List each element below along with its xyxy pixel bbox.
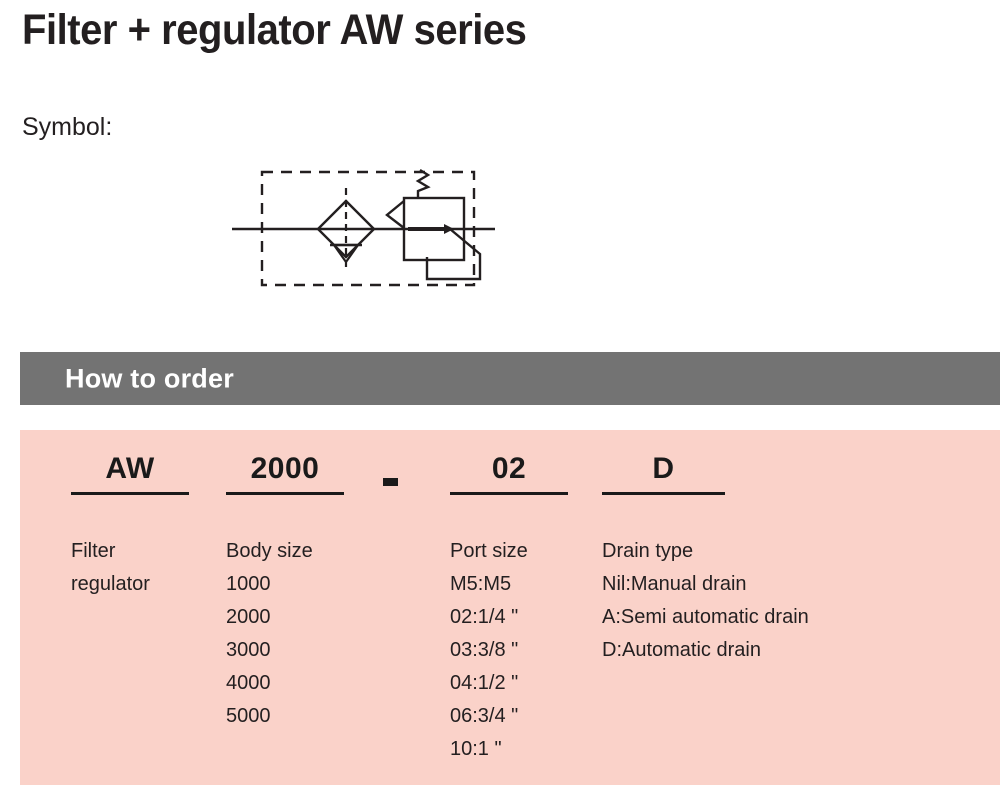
filter-regulator-symbol-svg bbox=[232, 168, 495, 287]
adjustment-spring bbox=[415, 168, 431, 198]
column-line: regulator bbox=[71, 573, 150, 595]
column-line: 03:3/8 " bbox=[450, 639, 519, 661]
filter-drain-triangle bbox=[331, 243, 361, 264]
order-code-underline bbox=[71, 492, 189, 495]
column-body-size: Body size 1000 2000 3000 4000 5000 bbox=[226, 535, 313, 733]
pneumatic-symbol-figure bbox=[222, 158, 512, 298]
column-port-size: Port size M5:M5 02:1/4 " 03:3/8 " 04:1/2… bbox=[450, 535, 528, 766]
column-header: Body size bbox=[226, 540, 313, 562]
how-to-order-band: How to order bbox=[20, 352, 1000, 405]
order-code-segment-2: 02 bbox=[450, 452, 568, 495]
order-code-underline bbox=[602, 492, 725, 495]
order-code-underline bbox=[226, 492, 344, 495]
column-line: 5000 bbox=[226, 705, 271, 727]
order-panel: AW 2000 02 D Filter regulator Body size … bbox=[20, 430, 1000, 785]
regulator-inlet-arrowhead bbox=[385, 200, 405, 229]
regulator-arrow-head bbox=[444, 224, 454, 234]
order-code-value: AW bbox=[105, 452, 155, 485]
order-code-row: AW 2000 02 D bbox=[20, 430, 1000, 520]
column-header: Port size bbox=[450, 540, 528, 562]
order-code-separator-dash bbox=[383, 478, 398, 486]
order-code-value: 02 bbox=[491, 452, 527, 485]
order-code-segment-1: 2000 bbox=[226, 452, 344, 495]
symbol-label: Symbol: bbox=[22, 113, 113, 141]
column-line: 4000 bbox=[226, 672, 271, 694]
order-code-value: D bbox=[652, 452, 675, 485]
page-title: Filter + regulator AW series bbox=[22, 6, 527, 54]
column-line: 06:3/4 " bbox=[450, 705, 519, 727]
column-drain-type: Drain type Nil:Manual drain A:Semi autom… bbox=[602, 535, 809, 667]
column-product: Filter regulator bbox=[71, 535, 150, 601]
column-header: Drain type bbox=[602, 540, 694, 562]
order-code-segment-3: D bbox=[602, 452, 725, 495]
column-line: Filter bbox=[71, 540, 116, 562]
order-code-segment-0: AW bbox=[71, 452, 189, 495]
column-line: 02:1/4 " bbox=[450, 606, 519, 628]
column-line: 3000 bbox=[226, 639, 271, 661]
column-line: 04:1/2 " bbox=[450, 672, 519, 694]
order-code-underline bbox=[450, 492, 568, 495]
column-line: M5:M5 bbox=[450, 573, 512, 595]
pilot-line bbox=[425, 228, 482, 281]
column-line: Nil:Manual drain bbox=[602, 573, 747, 595]
column-line: A:Semi automatic drain bbox=[602, 606, 809, 628]
column-line: 10:1 " bbox=[450, 738, 502, 760]
regulator-body bbox=[402, 196, 466, 262]
section-heading: How to order bbox=[65, 363, 234, 393]
column-line: D:Automatic drain bbox=[602, 639, 761, 661]
column-line: 2000 bbox=[226, 606, 271, 628]
order-code-value: 2000 bbox=[250, 452, 320, 485]
column-line: 1000 bbox=[226, 573, 271, 595]
